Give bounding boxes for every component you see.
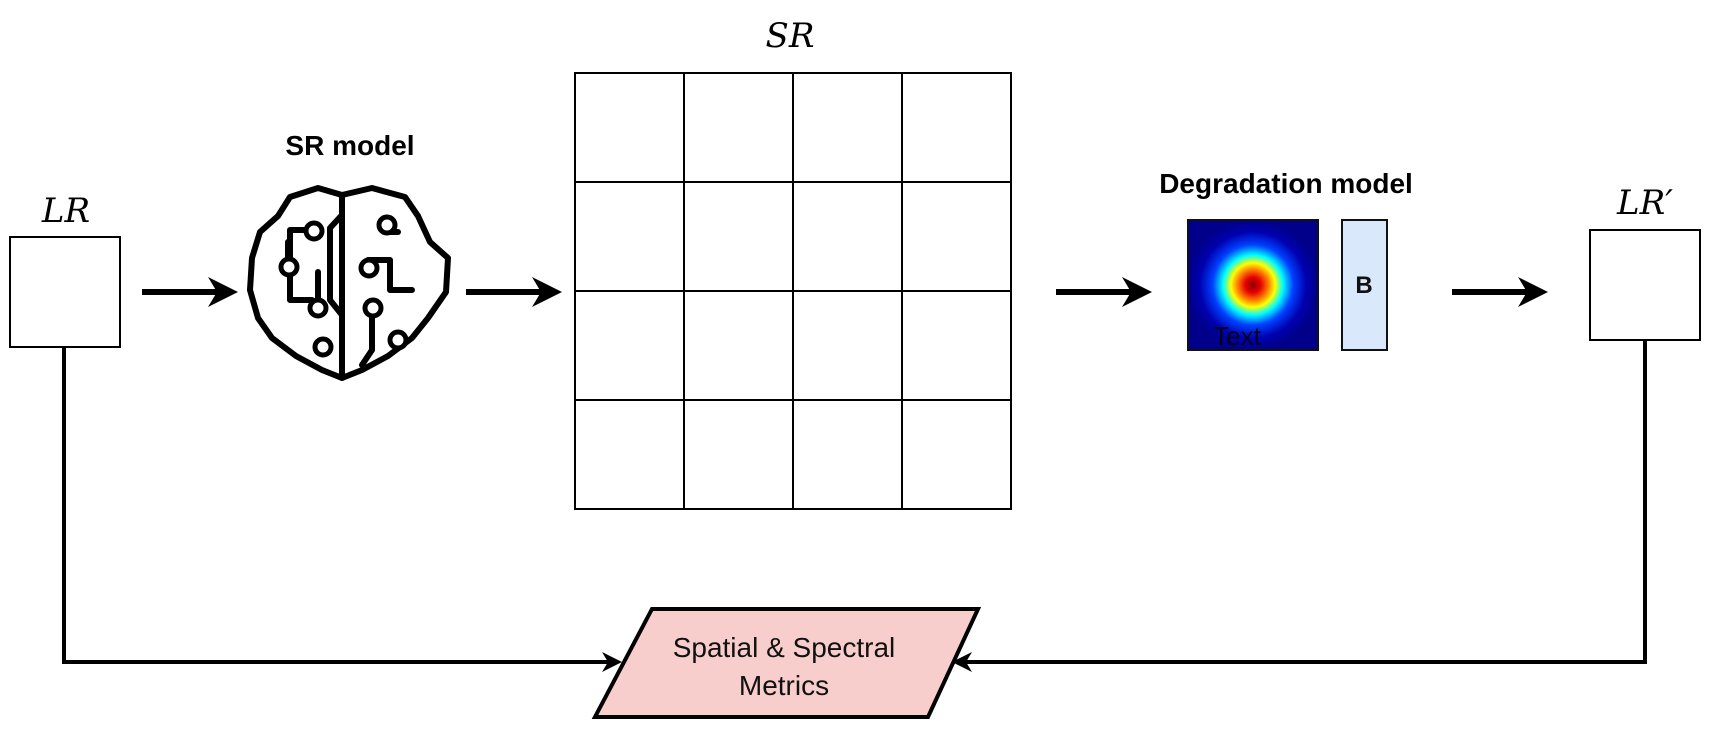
connector-lr-prime-to-metrics <box>952 340 1647 672</box>
sr-grid-cell <box>792 399 903 510</box>
sr-grid-cell <box>574 181 685 292</box>
sr-grid-cell <box>683 290 794 401</box>
lr-box <box>9 236 121 348</box>
sr-model-label: SR model <box>285 130 414 161</box>
sr-grid-cell <box>683 72 794 183</box>
connector-lr-to-metrics <box>62 347 622 672</box>
sr-grid-cell <box>683 399 794 510</box>
sr-grid-cell <box>683 181 794 292</box>
sr-grid-cell <box>901 399 1012 510</box>
lr-prime-box <box>1589 229 1701 341</box>
metrics-box <box>591 607 982 719</box>
circuit-nodes <box>278 214 409 358</box>
degradation-model-label: Degradation model <box>1159 168 1413 199</box>
sr-grid-cell <box>792 290 903 401</box>
sr-grid-cell <box>901 181 1012 292</box>
metrics-label-line1: Spatial & Spectral <box>673 632 896 663</box>
sr-grid <box>574 72 1012 510</box>
band-box <box>1341 219 1388 351</box>
sr-label: SR <box>766 16 815 56</box>
lr-label: LR <box>41 191 90 231</box>
brain-circuit-icon <box>247 185 451 381</box>
sr-grid-cell <box>792 181 903 292</box>
lr-prime-label: LR′ <box>1616 183 1673 223</box>
sr-grid-cell <box>574 290 685 401</box>
sr-grid-cell <box>901 290 1012 401</box>
sr-grid-cell <box>901 72 1012 183</box>
sr-grid-cell <box>574 399 685 510</box>
metrics-label-line2: Metrics <box>739 670 829 701</box>
gaussian-kernel-image <box>1187 219 1319 351</box>
sr-grid-cell <box>574 72 685 183</box>
band-box-label: B <box>1355 272 1372 299</box>
kernel-overlay-text: Text <box>1213 321 1261 351</box>
sr-grid-cell <box>792 72 903 183</box>
